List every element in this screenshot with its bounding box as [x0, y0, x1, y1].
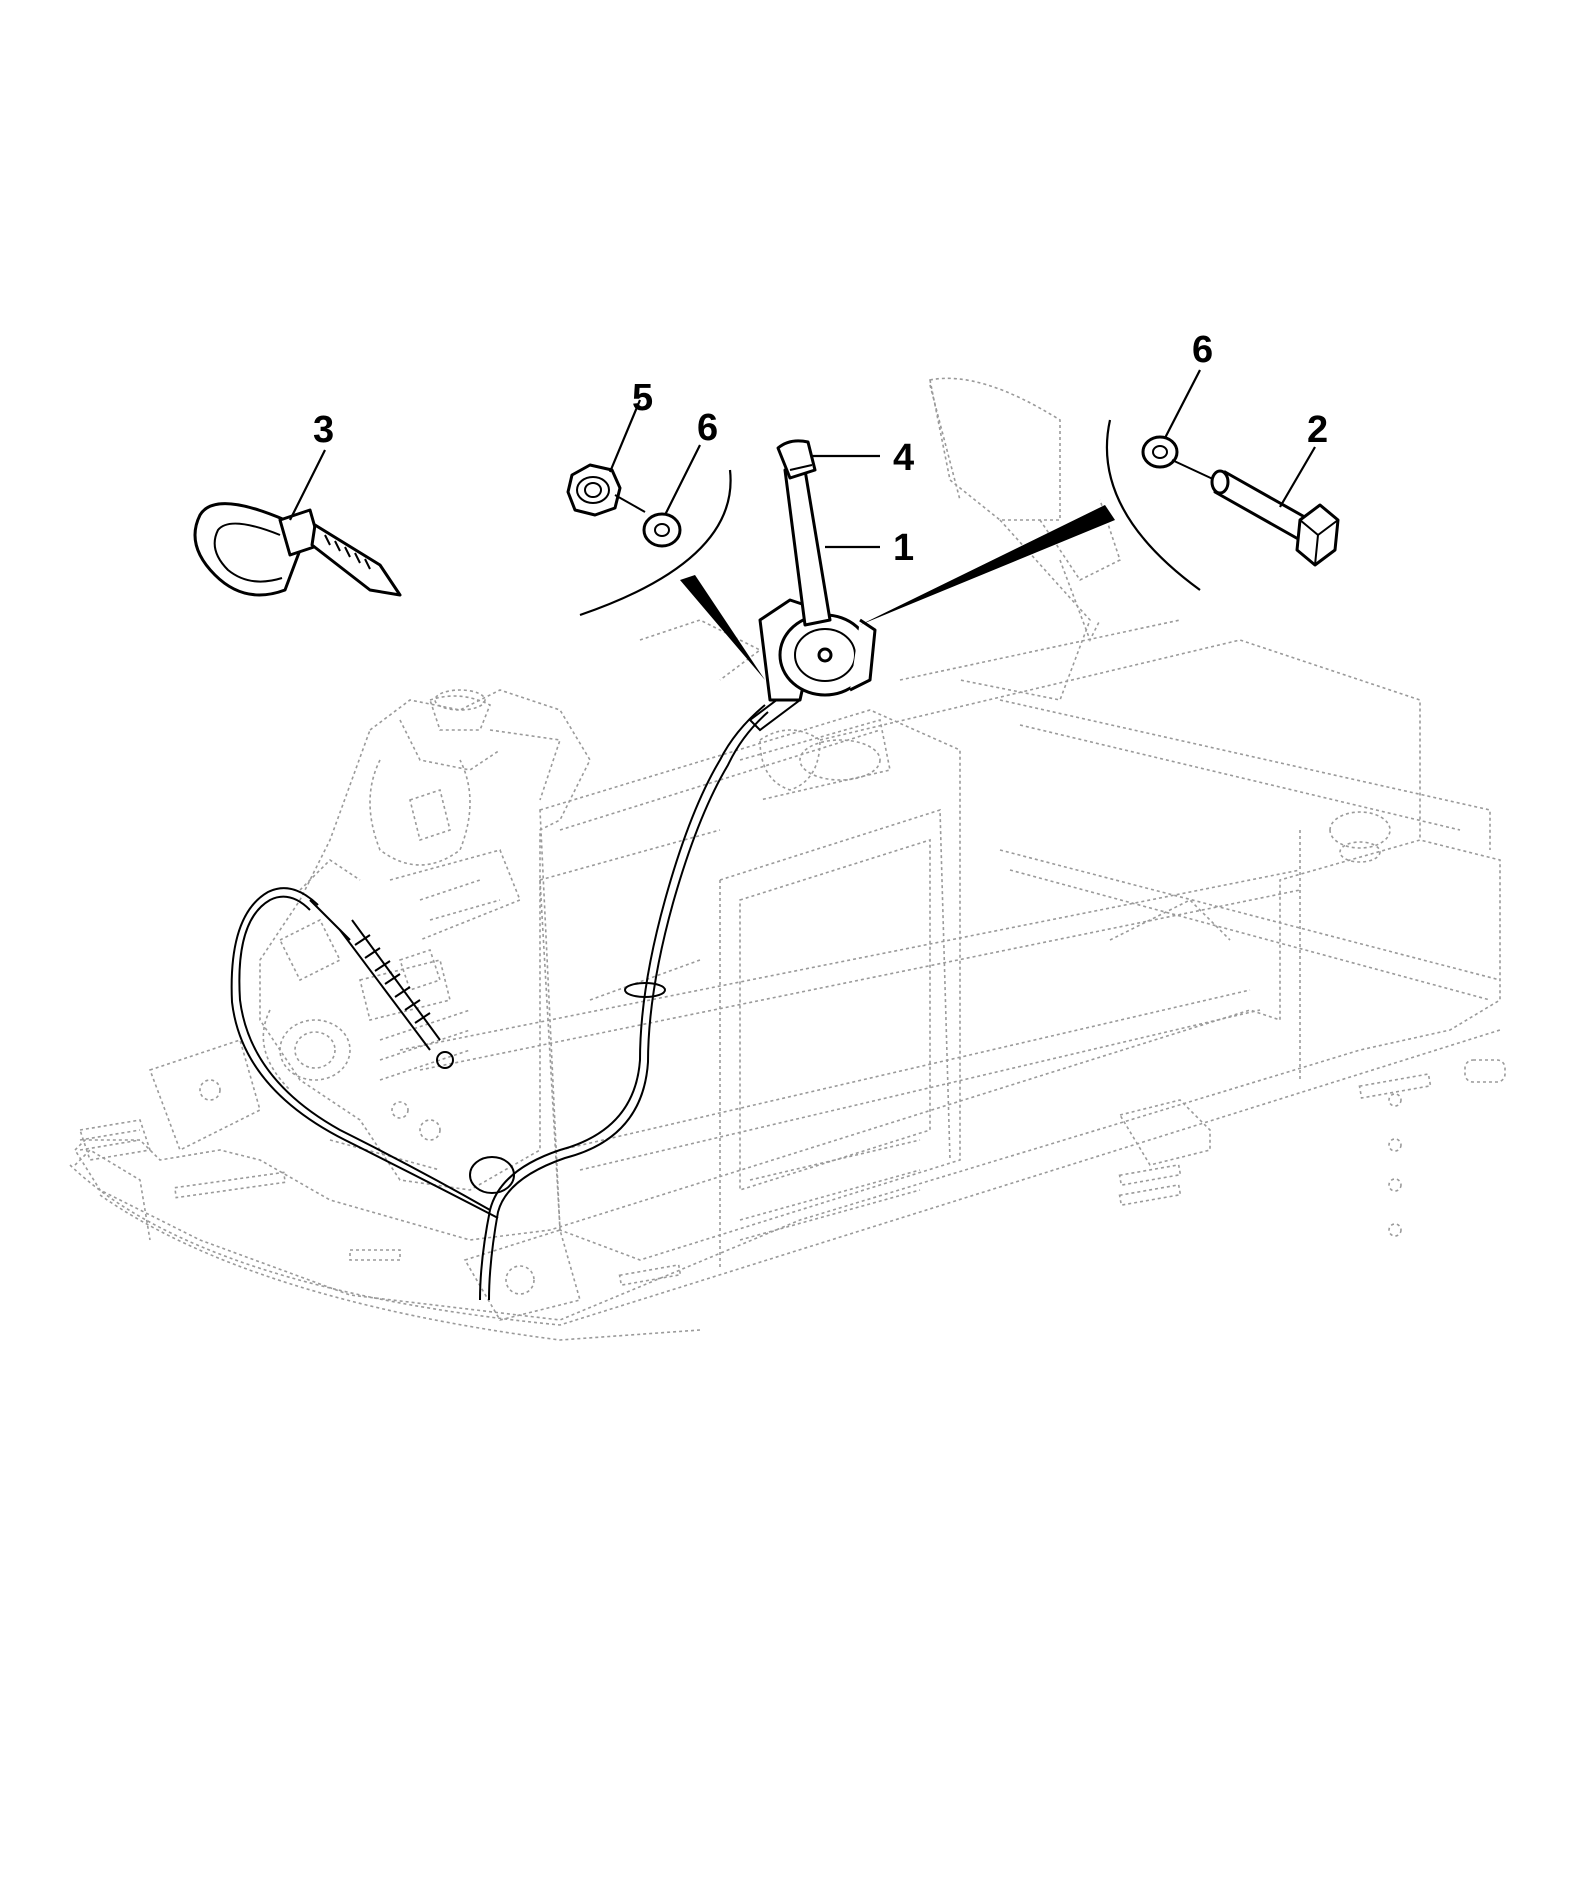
lever-knob	[776, 439, 817, 480]
throttle-cable	[230, 688, 802, 1301]
detail-wedge-right	[860, 505, 1115, 625]
cable-tie-part	[193, 502, 402, 597]
cable-loop-left	[238, 895, 491, 1211]
lock-nut-part	[566, 463, 646, 517]
detail-callout-left	[579, 469, 765, 680]
callout-6-right: 6	[1192, 329, 1213, 371]
leader-lines	[289, 369, 1316, 549]
callout-2: 2	[1307, 409, 1328, 451]
callout-5: 5	[632, 377, 653, 419]
cable-main-run	[479, 704, 766, 1301]
cable-end-spring	[309, 899, 454, 1069]
callout-labels: 1 2 3 4 5 6 6	[313, 329, 1328, 569]
detail-callout-right	[860, 419, 1201, 625]
machine-frame-background	[69, 377, 1506, 1341]
engine-background	[259, 689, 591, 1191]
callout-4: 4	[893, 437, 914, 479]
callout-6-left: 6	[697, 407, 718, 449]
detail-wedge-left	[680, 575, 765, 680]
hex-bolt-part	[1210, 469, 1340, 567]
washer-part-left	[642, 512, 682, 548]
cable-clamp-upper	[624, 982, 666, 998]
callout-3: 3	[313, 409, 334, 451]
callout-1: 1	[893, 527, 914, 569]
cable-tie-strap	[310, 523, 402, 597]
radiator-block-background	[539, 619, 961, 1270]
washer-part-right	[1141, 435, 1216, 481]
throttle-lever-assembly	[758, 439, 877, 702]
turntable-plate	[73, 839, 1501, 1321]
cable-clamp-lower	[469, 1156, 515, 1194]
